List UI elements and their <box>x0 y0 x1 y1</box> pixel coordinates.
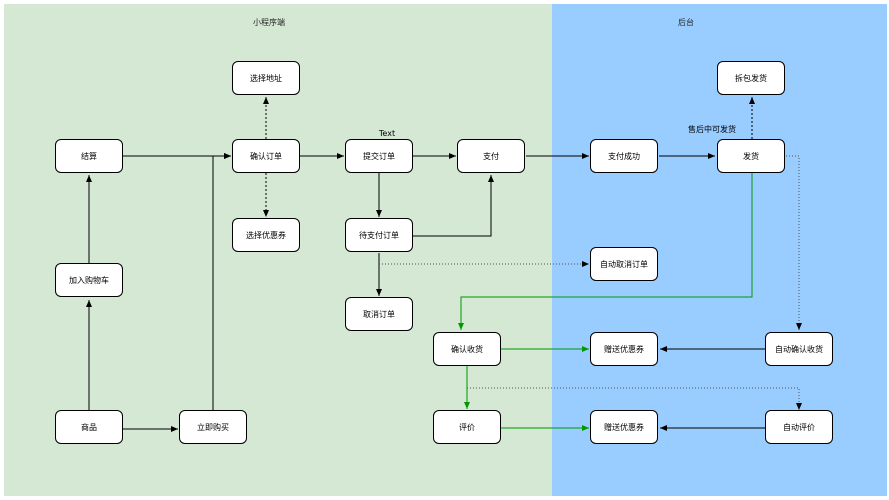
text-label: Text <box>378 129 396 138</box>
edge-pending-to-pay <box>413 175 494 237</box>
edge-confirm-to-autoreview <box>467 387 802 410</box>
node-auto-cancel[interactable]: 自动取消订单 <box>590 247 658 281</box>
node-auto-confirm-receipt[interactable]: 自动确认收货 <box>765 332 833 366</box>
node-unpack-ship[interactable]: 拆包发货 <box>717 61 785 95</box>
miniprogram-zone-title: 小程序端 <box>253 18 285 27</box>
node-buy-now[interactable]: 立即购买 <box>179 410 247 444</box>
aftersale-ship-label: 售后中可发货 <box>688 125 736 134</box>
node-select-address[interactable]: 选择地址 <box>232 61 300 95</box>
node-add-cart[interactable]: 加入购物车 <box>55 263 123 297</box>
node-review[interactable]: 评价 <box>433 410 501 444</box>
node-pay[interactable]: 支付 <box>457 139 525 173</box>
node-cancel-order[interactable]: 取消订单 <box>345 297 413 331</box>
node-auto-review[interactable]: 自动评价 <box>765 410 833 444</box>
edge-ship-to-autoconfirm <box>786 155 802 330</box>
edge-ship-to-receipt <box>458 173 753 330</box>
node-ship[interactable]: 发货 <box>717 139 785 173</box>
node-goods[interactable]: 商品 <box>55 410 123 444</box>
node-pay-success[interactable]: 支付成功 <box>590 139 658 173</box>
node-gift-coupon-1[interactable]: 赠送优惠券 <box>590 332 658 366</box>
node-confirm-receipt[interactable]: 确认收货 <box>433 332 501 366</box>
node-pending-payment[interactable]: 待支付订单 <box>345 218 413 252</box>
backend-zone-title: 后台 <box>678 18 694 27</box>
node-checkout[interactable]: 结算 <box>55 139 123 173</box>
node-confirm-order[interactable]: 确认订单 <box>232 139 300 173</box>
node-gift-coupon-2[interactable]: 赠送优惠券 <box>590 410 658 444</box>
node-submit-order[interactable]: 提交订单 <box>345 139 413 173</box>
edge-buynow-to-confirm <box>212 153 231 410</box>
node-select-coupon[interactable]: 选择优惠券 <box>232 218 300 252</box>
